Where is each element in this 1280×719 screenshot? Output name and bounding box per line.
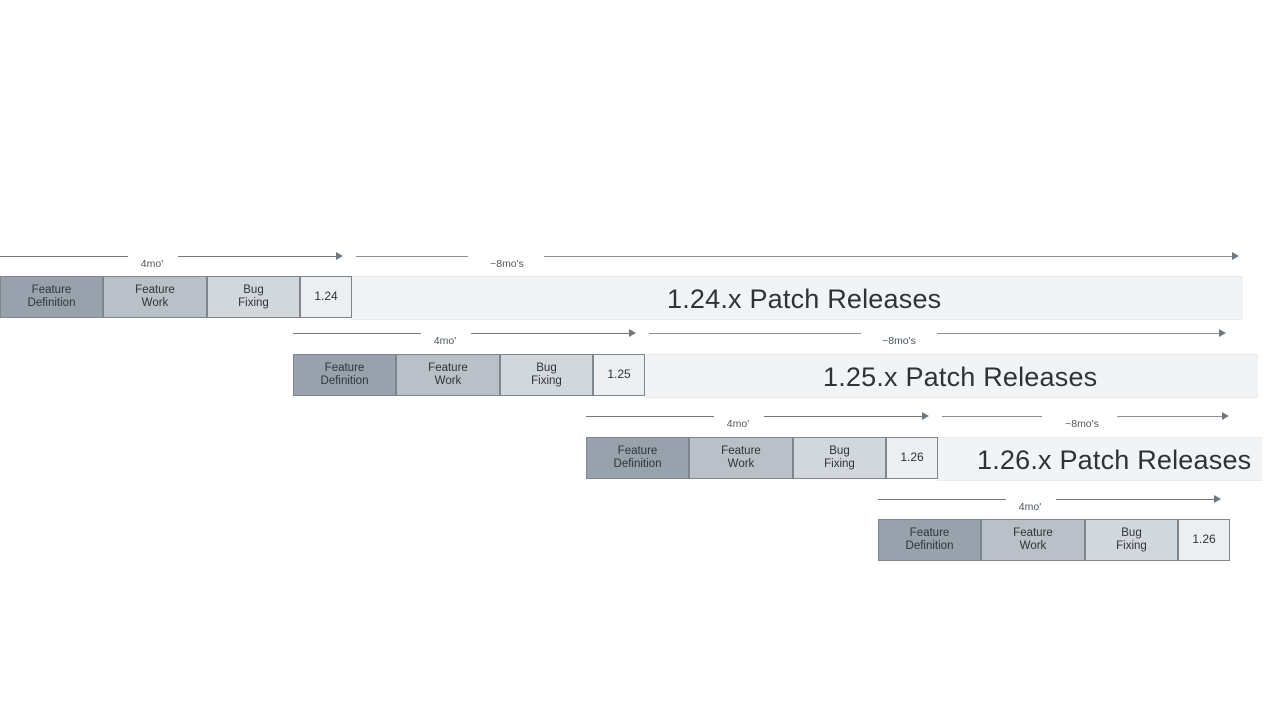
phase-feature-definition-124[interactable]: Feature Definition [0, 276, 103, 318]
phase-bug-fixing-125[interactable]: Bug Fixing [500, 354, 593, 396]
phase-feature-work-126[interactable]: Feature Work [689, 437, 793, 479]
phase-bug-fixing-127[interactable]: Bug Fixing [1085, 519, 1178, 561]
phase-strip-125: Feature Definition Feature Work Bug Fixi… [293, 354, 645, 396]
dev-duration-label-124: 4mo' [140, 258, 164, 270]
patch-duration-label-124: ~8mo's [490, 258, 524, 270]
patch-releases-label-126: 1.26.x Patch Releases [977, 445, 1252, 475]
patch-duration-measure-125: ~8mo's [649, 326, 1227, 347]
phase-bug-fixing-124[interactable]: Bug Fixing [207, 276, 300, 318]
patch-duration-label-125: ~8mo's [882, 335, 916, 347]
phase-feature-definition-126[interactable]: Feature Definition [586, 437, 689, 479]
version-box-127[interactable]: 1.26 [1178, 519, 1230, 561]
patch-band-125 [644, 354, 1258, 398]
phase-feature-work-124[interactable]: Feature Work [103, 276, 207, 318]
version-box-124[interactable]: 1.24 [300, 276, 352, 318]
patch-duration-label-126: ~8mo's [1065, 418, 1099, 430]
patch-band-126 [937, 437, 1262, 481]
patch-releases-label-125: 1.25.x Patch Releases [823, 362, 1098, 392]
phase-bug-fixing-126[interactable]: Bug Fixing [793, 437, 886, 479]
phase-feature-work-125[interactable]: Feature Work [396, 354, 500, 396]
version-box-126[interactable]: 1.26 [886, 437, 938, 479]
version-box-125[interactable]: 1.25 [593, 354, 645, 396]
dev-duration-measure-126: 4mo' [586, 409, 936, 430]
dev-duration-label-126: 4mo' [726, 418, 750, 430]
dev-duration-measure-124: 4mo' [0, 249, 350, 270]
phase-feature-work-127[interactable]: Feature Work [981, 519, 1085, 561]
dev-duration-measure-125: 4mo' [293, 326, 643, 347]
dev-duration-measure-127: 4mo' [878, 492, 1228, 513]
patch-duration-measure-124: ~8mo's [356, 249, 1240, 270]
patch-band-124 [351, 276, 1243, 320]
dev-duration-label-125: 4mo' [433, 335, 457, 347]
phase-feature-definition-127[interactable]: Feature Definition [878, 519, 981, 561]
patch-duration-measure-126: ~8mo's [942, 409, 1230, 430]
phase-strip-124: Feature Definition Feature Work Bug Fixi… [0, 276, 352, 318]
phase-strip-127: Feature Definition Feature Work Bug Fixi… [878, 519, 1230, 561]
phase-strip-126: Feature Definition Feature Work Bug Fixi… [586, 437, 938, 479]
dev-duration-label-127: 4mo' [1018, 501, 1042, 513]
phase-feature-definition-125[interactable]: Feature Definition [293, 354, 396, 396]
patch-releases-label-124: 1.24.x Patch Releases [667, 284, 942, 314]
